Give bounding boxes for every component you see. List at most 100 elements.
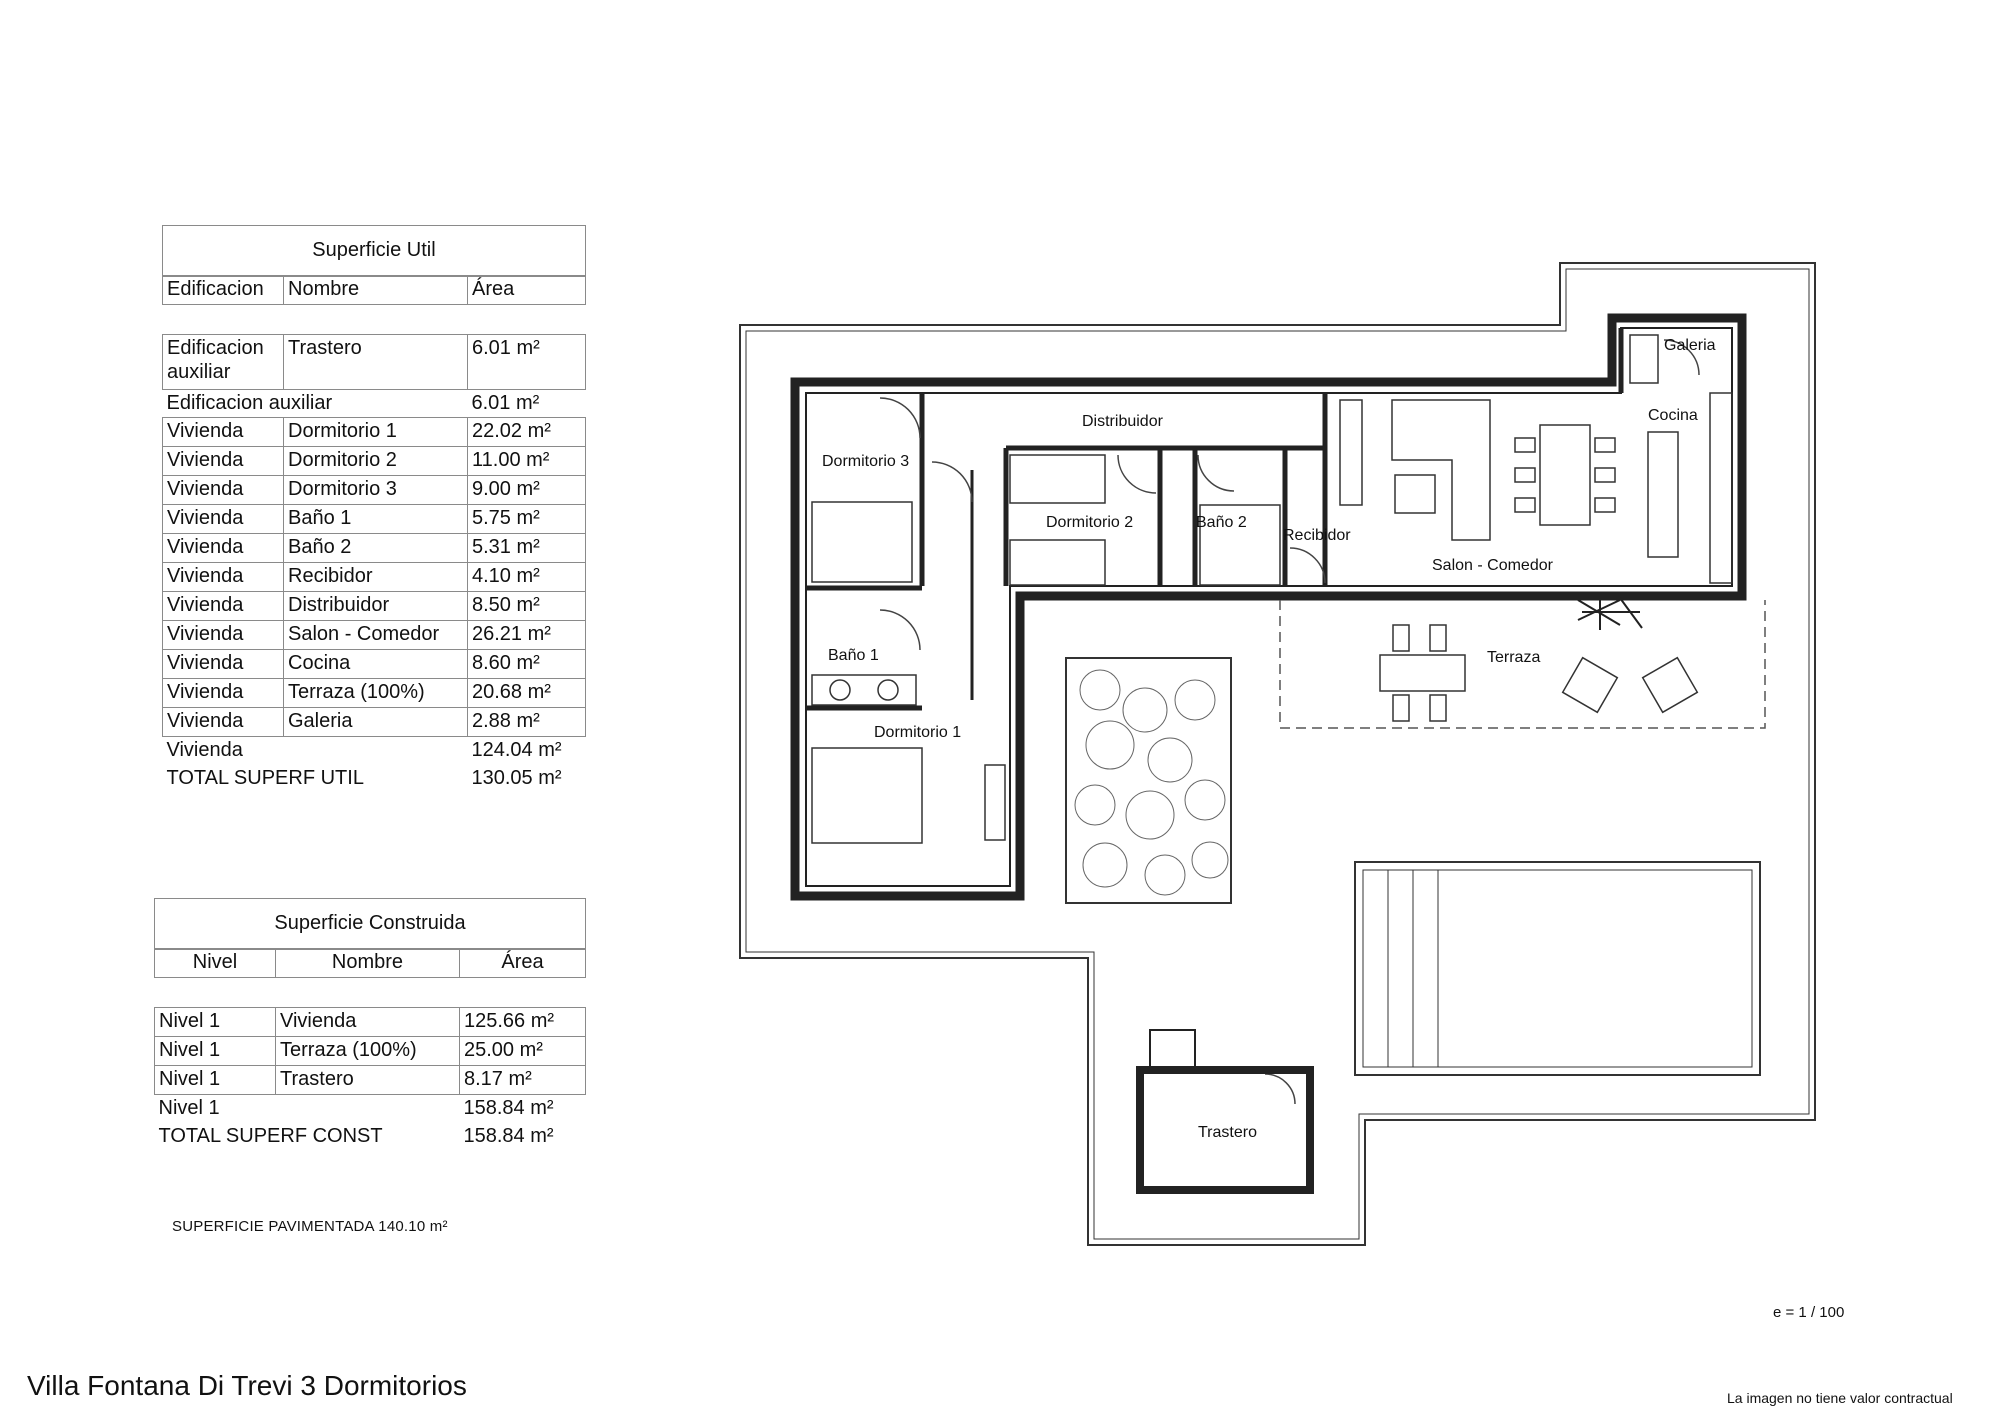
util-aux-edificacion: Edificacion auxiliar bbox=[162, 334, 284, 390]
util-aux-nombre: Trastero bbox=[283, 334, 468, 390]
room-label-galeria: Galeria bbox=[1664, 337, 1716, 354]
bed bbox=[1009, 454, 1106, 504]
table-cell: 8.17 m² bbox=[459, 1065, 586, 1095]
util-subtotal-value: 124.04 m² bbox=[471, 739, 562, 761]
table-cell: Cocina bbox=[283, 649, 468, 679]
door-arc bbox=[1264, 1073, 1296, 1105]
const-header-nivel: Nivel bbox=[154, 948, 276, 978]
bed bbox=[1009, 539, 1106, 586]
lounge-chair bbox=[1641, 656, 1699, 714]
chair bbox=[1514, 437, 1536, 453]
table-cell: Galeria bbox=[283, 707, 468, 737]
room-label-dormitorio3: Dormitorio 3 bbox=[822, 453, 909, 470]
table-cell: 8.60 m² bbox=[467, 649, 586, 679]
palm-icon bbox=[1174, 679, 1216, 721]
room-label-cocina: Cocina bbox=[1648, 407, 1698, 424]
terrace-chair bbox=[1392, 694, 1410, 722]
palm-icon bbox=[1085, 720, 1135, 770]
util-total-value: 130.05 m² bbox=[471, 767, 562, 789]
table-row: Edificacion auxiliar Trastero 6.01 m² bbox=[162, 334, 586, 390]
door-arc bbox=[879, 397, 921, 439]
door-arc bbox=[1197, 454, 1235, 492]
table-cell: Vivienda bbox=[275, 1007, 460, 1037]
table-cell: 8.50 m² bbox=[467, 591, 586, 621]
const-header-nombre: Nombre bbox=[275, 948, 460, 978]
dining-table bbox=[1539, 424, 1591, 526]
house-wall bbox=[790, 313, 1747, 901]
room-label-distribuidor: Distribuidor bbox=[1082, 413, 1164, 430]
table-cell: 4.10 m² bbox=[467, 562, 586, 592]
table-row: Vivienda 124.04 m² bbox=[163, 737, 586, 766]
table-cell: Dormitorio 2 bbox=[283, 446, 468, 476]
table-cell: Terraza (100%) bbox=[283, 678, 468, 708]
kitchen-island bbox=[1647, 431, 1679, 558]
pool bbox=[1354, 861, 1761, 1076]
table-cell: 11.00 m² bbox=[467, 446, 586, 476]
table-row: TOTAL SUPERF CONST 158.84 m² bbox=[155, 1123, 586, 1151]
terrace-chair bbox=[1429, 624, 1447, 652]
util-subtotal-label: Vivienda bbox=[166, 739, 243, 761]
plant-icon bbox=[1577, 595, 1643, 630]
util-header-area: Área bbox=[467, 275, 586, 305]
table-cell: Nivel 1 bbox=[154, 1036, 276, 1066]
table-cell: Vivienda bbox=[162, 504, 284, 534]
room-label-bano2: Baño 2 bbox=[1196, 514, 1247, 531]
table-cell: Terraza (100%) bbox=[275, 1036, 460, 1066]
galeria-unit bbox=[1629, 334, 1659, 384]
lounge-chair bbox=[1561, 656, 1619, 714]
palm-icon bbox=[1079, 669, 1121, 711]
sofa bbox=[1391, 399, 1491, 541]
door-arc bbox=[931, 461, 973, 503]
table-cell: Vivienda bbox=[162, 533, 284, 563]
trastero-annex bbox=[1149, 1029, 1196, 1071]
terrace-table bbox=[1379, 654, 1466, 692]
bath-counter bbox=[811, 674, 917, 706]
table-row: Edificacion auxiliar 6.01 m² bbox=[163, 390, 586, 419]
door-arc bbox=[879, 609, 921, 651]
palm-icon bbox=[1191, 841, 1229, 879]
room-label-dormitorio1: Dormitorio 1 bbox=[874, 724, 961, 741]
util-aux-subtotal-label: Edificacion auxiliar bbox=[166, 392, 333, 414]
plot-boundary bbox=[739, 262, 1816, 1246]
table-cell: Baño 2 bbox=[283, 533, 468, 563]
shower bbox=[1199, 504, 1281, 586]
palm-icon bbox=[1147, 737, 1193, 783]
door-arc bbox=[1289, 547, 1326, 584]
sink bbox=[877, 679, 899, 701]
util-aux-area: 6.01 m² bbox=[467, 334, 586, 390]
chair bbox=[1514, 467, 1536, 483]
coffee-table bbox=[1394, 474, 1436, 514]
room-label-recibidor: Recibidor bbox=[1283, 527, 1351, 544]
room-label-trastero: Trastero bbox=[1198, 1124, 1257, 1141]
table-cell: 25.00 m² bbox=[459, 1036, 586, 1066]
table-cell: 26.21 m² bbox=[467, 620, 586, 650]
wardrobe bbox=[1339, 399, 1363, 506]
table-cell: Distribuidor bbox=[283, 591, 468, 621]
pool-inner bbox=[1362, 869, 1753, 1068]
const-subtotal-value: 158.84 m² bbox=[463, 1097, 554, 1119]
trastero-building bbox=[1136, 1066, 1314, 1194]
kitchen-counter bbox=[1709, 392, 1733, 584]
chair bbox=[1594, 497, 1616, 513]
sink bbox=[829, 679, 851, 701]
util-header-nombre: Nombre bbox=[283, 275, 468, 305]
util-total-label: TOTAL SUPERF UTIL bbox=[166, 767, 364, 789]
palm-icon bbox=[1082, 842, 1128, 888]
table-cell: Nivel 1 bbox=[154, 1007, 276, 1037]
terrace-chair bbox=[1392, 624, 1410, 652]
scale-label: e = 1 / 100 bbox=[1773, 1304, 1845, 1321]
table-cell: Vivienda bbox=[162, 446, 284, 476]
door-arc bbox=[1117, 454, 1157, 494]
table-row: Nivel 1 158.84 m² bbox=[155, 1095, 586, 1124]
const-total-label: TOTAL SUPERF CONST bbox=[158, 1125, 383, 1147]
table-cell: Vivienda bbox=[162, 649, 284, 679]
room-label-salon: Salon - Comedor bbox=[1432, 557, 1554, 574]
